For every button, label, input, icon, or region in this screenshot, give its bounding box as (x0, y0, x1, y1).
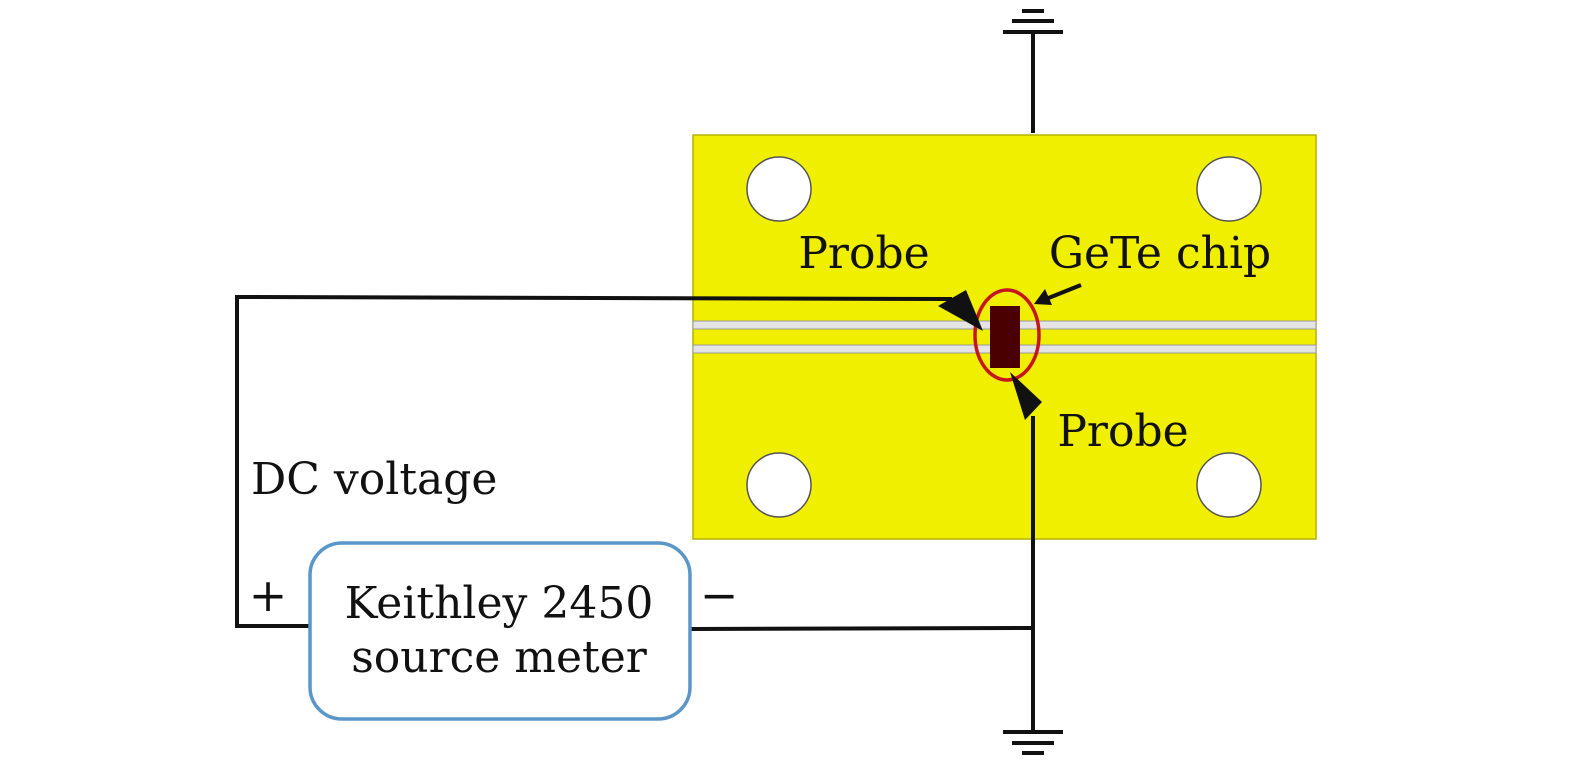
meter-label-line2: source meter (351, 632, 648, 683)
meter-label-line1: Keithley 2450 (345, 578, 654, 629)
gete-chip (990, 306, 1020, 368)
wiring (235, 294, 1036, 732)
negative-lead-wire (689, 625, 1036, 632)
probe-label-top: Probe (798, 228, 929, 279)
ground-symbol-bottom (1003, 730, 1063, 755)
probe-tip-bottom (1010, 372, 1042, 420)
source-meter-box (308, 541, 692, 721)
mounting-hole-bottom-left (746, 452, 812, 518)
plus-terminal-label: + (249, 568, 288, 622)
mounting-hole-top-right (1196, 156, 1262, 222)
probe-tip-top (938, 290, 983, 331)
chip-pointer-arrow (1034, 283, 1082, 305)
dc-voltage-label: DC voltage (251, 454, 497, 505)
chip-highlight-ellipse (973, 288, 1041, 382)
mounting-hole-bottom-right (1196, 452, 1262, 518)
minus-terminal-label: − (700, 568, 739, 622)
chip-label: GeTe chip (1049, 228, 1271, 279)
probe-label-bottom: Probe (1057, 406, 1188, 457)
positive-lead-wire (235, 294, 953, 628)
ground-symbol-top (1003, 9, 1063, 133)
mounting-hole-top-left (746, 156, 812, 222)
